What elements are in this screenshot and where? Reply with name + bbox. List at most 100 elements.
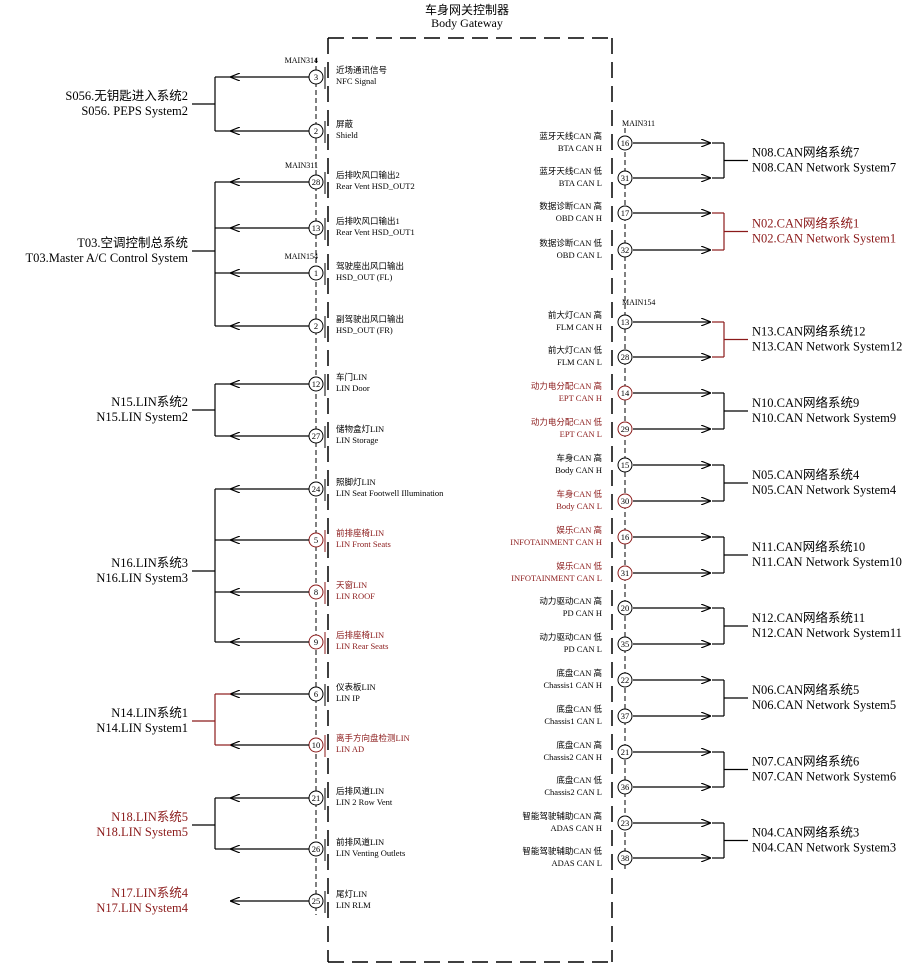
pin-label-cn: 天窗LIN [336, 580, 367, 590]
pin-label-en: BTA CAN H [558, 143, 602, 153]
pin-label-cn: 数据诊断CAN 低 [539, 238, 602, 248]
pin-label-en: LIN IP [336, 693, 360, 703]
pin-label-en: Chassis2 CAN L [544, 787, 602, 797]
pin-number: 8 [314, 587, 318, 597]
pin-label-cn: 后排吹风口输出1 [336, 216, 400, 226]
pin-label-en: LIN RLM [336, 900, 371, 910]
system-name-en: N06.CAN Network System5 [752, 698, 896, 712]
system-name-cn: N12.CAN网络系统11 [752, 610, 865, 625]
pin-circle [617, 349, 633, 365]
pin-number: 25 [312, 896, 321, 906]
system-name-en: N08.CAN Network System7 [752, 161, 896, 175]
system-name-cn: N10.CAN网络系统9 [752, 395, 859, 410]
system-name-cn: N06.CAN网络系统5 [752, 682, 859, 697]
pin-circle [617, 457, 633, 473]
pin-label-en: FLM CAN L [557, 357, 602, 367]
pin-label-cn: 照脚灯LIN [336, 477, 376, 487]
pin-label-cn: 屏蔽 [336, 119, 354, 129]
pin-number: 37 [621, 711, 630, 721]
pin-number: 31 [621, 173, 630, 183]
pin-number: 17 [621, 208, 630, 218]
pin-label-en: LIN Rear Seats [336, 641, 388, 651]
pin-circle [617, 385, 633, 401]
pin-circle [617, 744, 633, 760]
pin-circle [617, 421, 633, 437]
connector-label: MAIN314 [285, 56, 318, 65]
system-name-en: N05.CAN Network System4 [752, 483, 897, 497]
pin-label-en: ADAS CAN H [551, 823, 602, 833]
pin-circle [617, 170, 633, 186]
pin-circle [617, 672, 633, 688]
pin-label-cn: 动力驱动CAN 高 [539, 596, 602, 606]
pin-label-cn: 前大灯CAN 低 [548, 345, 603, 355]
pin-label-cn: 驾驶座出风口输出 [336, 261, 404, 271]
system-name-cn: N17.LIN系统4 [111, 886, 188, 900]
pin-label-cn: 智能驾驶辅助CAN 高 [522, 811, 602, 821]
pin-label-en: OBD CAN L [557, 250, 602, 260]
system-name-en: N07.CAN Network System6 [752, 770, 896, 784]
pin-label-en: Chassis2 CAN H [543, 752, 602, 762]
pin-label-cn: 动力驱动CAN 低 [539, 632, 602, 642]
pin-label-cn: 蓝牙天线CAN 高 [539, 131, 602, 141]
pin-label-cn: 动力电分配CAN 低 [531, 417, 603, 427]
system-name-cn: N15.LIN系统2 [111, 395, 188, 409]
pin-number: 10 [312, 740, 321, 750]
pin-number: 30 [621, 496, 630, 506]
system-name-en: S056. PEPS System2 [81, 104, 188, 118]
pin-label-en: LIN Seat Footwell Illumination [336, 488, 444, 498]
diagram-title-cn: 车身网关控制器 [425, 2, 509, 17]
diagram-title-en: Body Gateway [431, 16, 503, 30]
connector-label: MAIN154 [622, 298, 655, 307]
pin-label-cn: 智能驾驶辅助CAN 低 [522, 846, 602, 856]
pin-number: 28 [312, 177, 321, 187]
system-name-cn: N08.CAN网络系统7 [752, 145, 859, 160]
system-name-cn: N18.LIN系统5 [111, 810, 188, 824]
pin-circle [617, 242, 633, 258]
pin-circle [617, 708, 633, 724]
pin-label-en: FLM CAN H [556, 322, 602, 332]
pin-label-en: LIN Venting Outlets [336, 848, 405, 858]
pin-number: 21 [621, 747, 630, 757]
connector-label: MAIN154 [285, 252, 318, 261]
pin-label-en: LIN 2 Row Vent [336, 797, 393, 807]
system-name-en: N11.CAN Network System10 [752, 555, 902, 569]
pin-label-en: EPT CAN H [559, 393, 602, 403]
pin-number: 2 [314, 321, 318, 331]
pin-circle [617, 636, 633, 652]
pin-label-cn: 后排座椅LIN [336, 630, 384, 640]
pin-label-cn: 底盘CAN 高 [556, 740, 602, 750]
pin-number: 14 [621, 388, 630, 398]
pin-label-cn: 尾灯LIN [336, 889, 367, 899]
pin-label-cn: 后排吹风口输出2 [336, 170, 400, 180]
pin-label-cn: 储物盒灯LIN [336, 424, 384, 434]
pin-label-en: LIN Door [336, 383, 370, 393]
pin-number: 31 [621, 568, 630, 578]
pin-number: 29 [621, 424, 630, 434]
pin-label-en: HSD_OUT (FL) [336, 272, 392, 282]
